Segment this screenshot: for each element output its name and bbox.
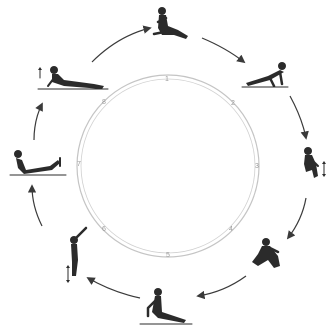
- figure-seated-knees-up-icon: [304, 147, 326, 178]
- figure-plank-icon: [242, 62, 288, 87]
- step-number-6: 6: [102, 226, 106, 233]
- arrow-4-to-5: [198, 276, 246, 296]
- arrow-7-to-8: [34, 104, 42, 140]
- figure-standing-arms-up-icon: [66, 228, 86, 283]
- arrow-3-to-4: [288, 198, 306, 238]
- arrow-6-to-7: [32, 186, 42, 226]
- step-number-1: 1: [165, 76, 169, 83]
- figure-cobra-icon: [38, 66, 108, 89]
- step-number-8: 8: [102, 99, 106, 106]
- step-number-5: 5: [166, 252, 170, 259]
- step-number-7: 7: [77, 161, 81, 168]
- arrow-5-to-6: [88, 278, 140, 298]
- figure-lying-leg-raise-icon: [10, 150, 66, 175]
- step-number-3: 3: [255, 163, 259, 170]
- arrow-8-to-1: [92, 28, 150, 62]
- step-numbers: 1 2 3 4 5 6 7 8: [77, 76, 259, 259]
- arrow-2-to-3: [290, 96, 306, 138]
- figure-seated-twist-icon: [154, 7, 188, 39]
- arrow-1-to-2: [202, 38, 244, 62]
- step-number-4: 4: [229, 226, 233, 233]
- step-number-2: 2: [231, 100, 235, 107]
- figure-rolling-crouch-icon: [252, 238, 280, 268]
- figure-seated-leg-stretch-icon: [140, 288, 192, 324]
